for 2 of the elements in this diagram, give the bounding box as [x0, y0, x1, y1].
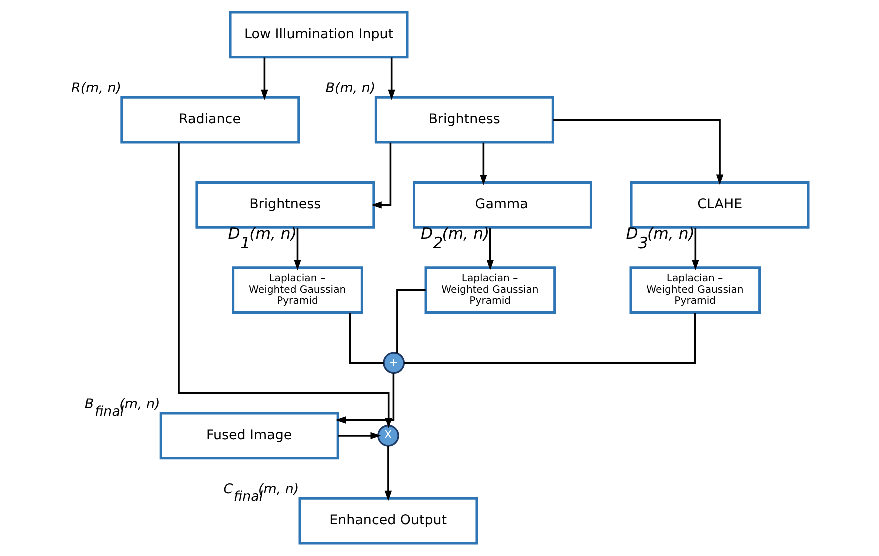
- node-label: B(m, n): [325, 82, 376, 97]
- node-label: R(m, n): [70, 82, 121, 97]
